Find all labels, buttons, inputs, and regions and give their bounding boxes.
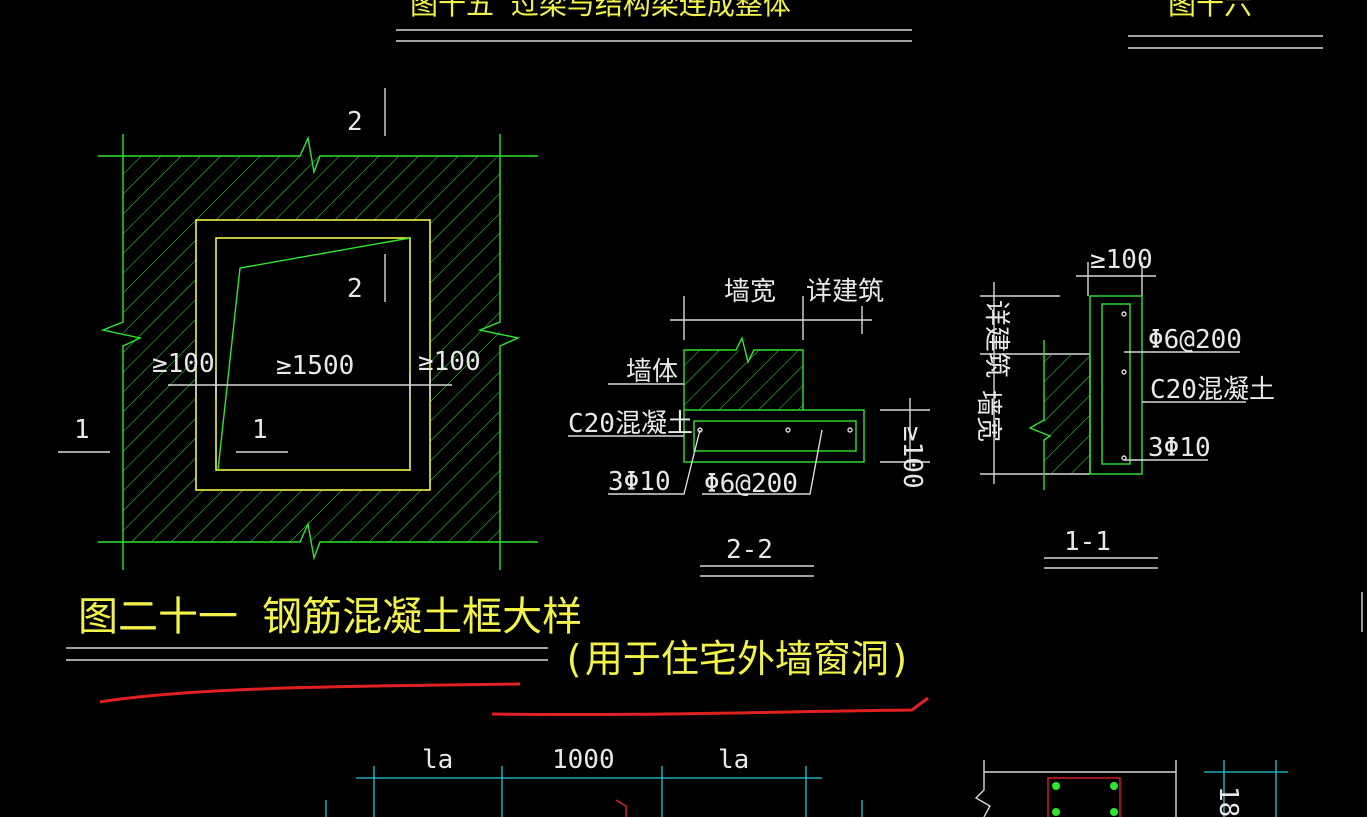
bottom-dim-1000: 1000 (552, 745, 615, 775)
dim-left-text: ≥100 (152, 349, 215, 379)
wall-top-break-line (98, 135, 538, 175)
bottom-dim-la-left: la (422, 745, 453, 775)
bottom-dim-la-right: la (718, 745, 749, 775)
s22-lintel (683, 409, 865, 463)
s11-concrete (1089, 295, 1143, 475)
section-2-2: 墙宽 详建筑 ≥100 墙体 C20混凝土 3Φ10 Φ6@200 2-2 (568, 277, 930, 577)
wall-left-break-line (100, 134, 143, 570)
s22-title: 2-2 (726, 535, 773, 565)
bottom-dim-180: 180 (1213, 786, 1243, 817)
s22-dim-see-arch: 详建筑 (806, 277, 884, 307)
s22-label-bars: 3Φ10 (608, 467, 671, 497)
s11-dim-see-arch: 详建筑 (981, 300, 1011, 378)
concrete-frame-outer (195, 219, 431, 491)
figure-subtitle: (用于住宅外墙窗洞) (562, 637, 912, 681)
elevation-view: 2 2 1 1 ≥100 ≥1500 ≥100 (58, 88, 538, 570)
s11-label-stirrup: Φ6@200 (1148, 325, 1242, 355)
dim-mid-text: ≥1500 (276, 351, 354, 381)
s11-stirrup (1101, 303, 1131, 465)
section-mark-2-inner: 2 (347, 274, 363, 304)
s22-dim-height: ≥100 (897, 426, 927, 489)
dim-right-text: ≥100 (418, 347, 481, 377)
figure-caption: 图二十一 钢筋混凝土框大样 (用于住宅外墙窗洞) (66, 594, 929, 717)
s11-dim-top: ≥100 (1090, 245, 1153, 275)
s22-label-concrete: C20混凝土 (568, 409, 693, 439)
section-1-1: ≥100 详建筑 墙宽 Φ6@200 C20混凝土 3Φ10 1-1 (973, 245, 1275, 569)
bottom-dimensions: la 1000 la 180 (325, 592, 1363, 817)
s11-title: 1-1 (1064, 527, 1111, 557)
wall-hatch (123, 156, 500, 542)
s22-label-wall: 墙体 (626, 357, 678, 387)
s22-label-stirrup: Φ6@200 (704, 469, 798, 499)
section-mark-2-top: 2 (347, 107, 363, 137)
section-mark-1-inner: 1 (252, 415, 268, 445)
wall-right-break-line (477, 134, 521, 570)
s11-label-bars: 3Φ10 (1148, 433, 1211, 463)
fig16-caption-text: 图十六 (1168, 0, 1252, 21)
window-opening (215, 237, 411, 471)
s11-wall-hatch (1044, 354, 1090, 474)
red-underline-2 (491, 696, 929, 717)
s11-label-concrete: C20混凝土 (1150, 375, 1275, 405)
top-caption-fig16: 图十六 (1128, 0, 1323, 49)
red-underline-1 (99, 682, 521, 704)
s11-dim-wall-width: 墙宽 (973, 390, 1003, 442)
fig15-caption-text: 图十五 过梁与结构梁连成整体 (410, 0, 791, 21)
figure-title: 图二十一 钢筋混凝土框大样 (78, 594, 582, 640)
s22-wall-hatch (684, 350, 803, 410)
top-caption-fig15: 图十五 过梁与结构梁连成整体 (396, 0, 912, 42)
section-mark-1-left: 1 (74, 415, 90, 445)
s22-stirrup (693, 420, 857, 452)
wall-bottom-break-line (98, 521, 538, 561)
s22-dim-wall-width: 墙宽 (724, 277, 776, 307)
